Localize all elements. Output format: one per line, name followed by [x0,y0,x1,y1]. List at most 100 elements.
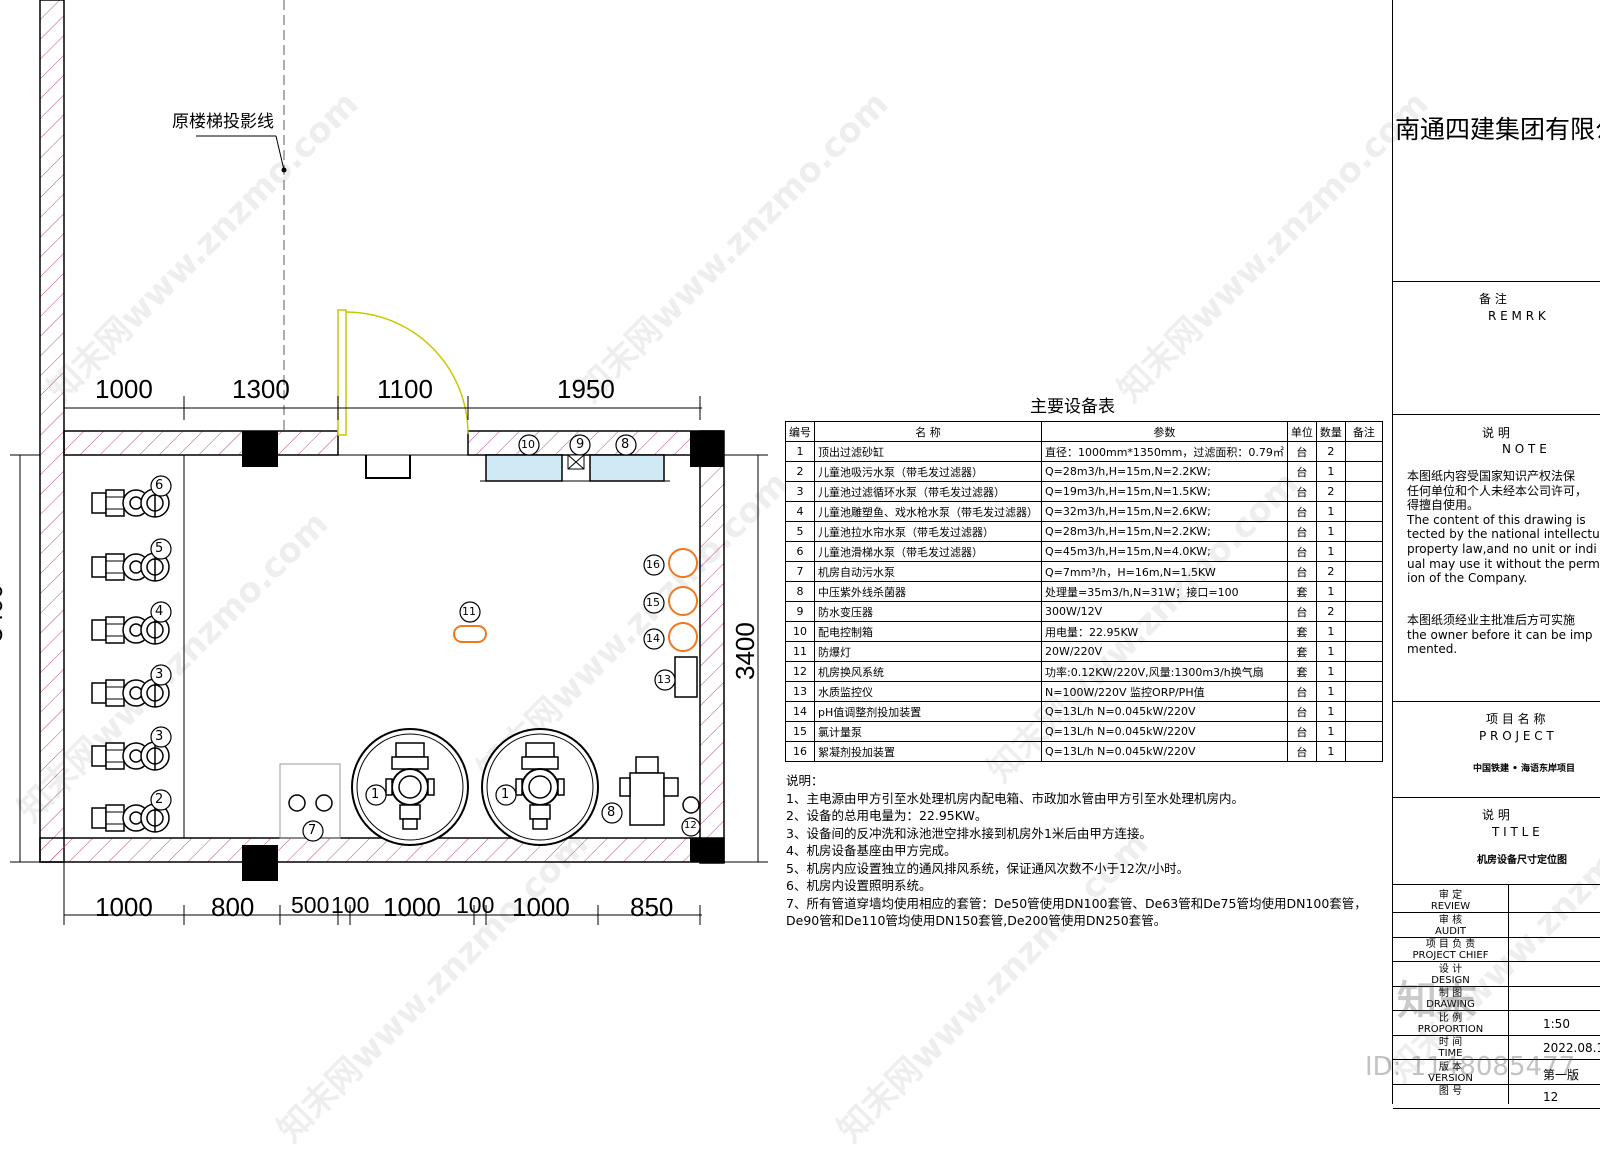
tag-sewage-pump: 7 [308,823,317,838]
cell-unit: 套 [1286,621,1317,642]
cell-unit: 台 [1286,481,1317,502]
note-text-line: 本图纸内容受国家知识产权法保 [1407,469,1576,483]
cell-qty: 2 [1315,601,1346,622]
cell-qty: 1 [1315,721,1346,742]
note-line-7: 7、所有管道穿墙均使用相应的套管：De50管使用DN100套管、De63管和De… [786,895,1367,911]
cell-name: 中压紫外线杀菌器 [814,581,1042,602]
dim-top-2: 1300 [232,374,290,404]
cell-param: Q=13L/h N=0.045kW/220V [1041,701,1288,722]
dim-top-1: 1000 [95,374,153,404]
tag-8: 8 [621,437,630,452]
cell-name: 儿童池滑梯水泵（带毛发过滤器） [814,541,1042,562]
cell-remark [1344,581,1383,602]
cell-param: Q=45m3/h,H=15m,N=4.0KW; [1041,541,1288,562]
cell-qty: 1 [1315,581,1346,602]
signoff-label-cn: 审 核 [1438,914,1463,926]
cell-name: 儿童池过滤循环水泵（带毛发过滤器） [814,481,1042,502]
cell-qty: 1 [1315,541,1346,562]
cell-name: 儿童池拉水帘水泵（带毛发过滤器） [814,521,1042,542]
dim-left: 3400 [0,584,8,642]
tag-uv: 8 [607,805,616,820]
cell-qty: 1 [1315,521,1346,542]
cell-unit: 台 [1286,741,1317,762]
cell-remark [1344,541,1383,562]
cell-no: 5 [785,521,815,542]
cell-name: 防水变压器 [814,601,1042,622]
approval-text-line: 本图纸须经业主批准后方可实施 [1407,613,1576,627]
col-param: 参数 [1041,421,1288,442]
cell-no: 1 [785,441,815,462]
cell-remark [1344,681,1383,702]
tag-14: 14 [646,632,660,645]
signoff-label-cn: 审 定 [1438,890,1463,901]
signoff-value: 第一版 [1543,1067,1580,1082]
tag-pump-5: 5 [155,541,164,556]
note-line-5: 5、机房内应设置独立的通风排风系统，保证通风次数不小于12次/小时。 [786,860,1190,876]
cell-unit: 台 [1286,541,1317,562]
signoff-label-en: PROPORTION [1417,1023,1484,1035]
cell-unit: 套 [1286,641,1317,662]
cell-no: 4 [785,501,815,522]
signoff-label-cn: 制 图 [1438,988,1463,999]
remark-heading-en: R E M R K [1488,309,1546,323]
project-heading-en: P R O J E C T [1479,729,1554,743]
cell-unit: 台 [1286,681,1317,702]
project-name: 中国铁建 • 海语东岸项目 [1473,764,1576,774]
cell-name: 儿童池吸污水泵（带毛发过滤器） [814,461,1042,482]
signoff-label-cn: 版 本 [1438,1061,1463,1073]
cell-remark [1344,621,1383,642]
cell-unit: 台 [1286,721,1317,742]
cell-no: 13 [785,681,815,702]
cell-qty: 2 [1315,481,1346,502]
approval-text: 本图纸须经业主批准后方可实施 the owner before it can b… [1407,613,1593,657]
cell-param: N=100W/220V 监控ORP/PH值 [1041,681,1288,702]
cell-no: 7 [785,561,815,582]
stair-projection-label: 原楼梯投影线 [172,112,274,132]
tag-12: 12 [684,820,697,831]
cell-name: 防爆灯 [814,641,1042,662]
tag-pump-4: 4 [155,604,164,619]
note-text-line: The content of this drawing is [1407,512,1586,527]
remark-heading: 备 注 [1479,292,1507,306]
signoff-label-cn: 时 间 [1438,1037,1463,1048]
cell-remark [1344,701,1383,722]
cell-name: 配电控制箱 [814,621,1042,642]
cell-qty: 1 [1315,621,1346,642]
cell-remark [1344,501,1383,522]
note-line-4: 4、机房设备基座由甲方完成。 [786,843,957,858]
signoff-label-cn: 比 例 [1438,1012,1463,1024]
tag-16: 16 [646,558,660,571]
cell-param: Q=28m3/h,H=15m,N=2.2KW; [1041,521,1288,542]
note-line-1: 1、主电源由甲方引至水处理机房内配电箱、市政加水管由甲方引至水处理机房内。 [786,790,1244,806]
tag-pump-2: 2 [155,792,164,807]
note-line-2: 2、设备的总用电量为：22.95KW。 [786,808,988,823]
cell-no: 2 [785,461,815,482]
cell-remark [1344,561,1383,582]
cell-param: Q=19m3/h,H=15m,N=1.5KW; [1041,481,1288,502]
cell-qty: 1 [1315,501,1346,522]
cell-no: 3 [785,481,815,502]
cell-qty: 1 [1315,641,1346,662]
col-remark: 备注 [1344,421,1383,442]
cell-name: pH值调整剂投加装置 [814,701,1042,722]
dim-bottom-8: 850 [630,892,674,922]
signoff-label-en: DRAWING [1426,999,1475,1010]
tag-pump-3b: 3 [155,729,164,744]
note-line-3: 3、设备间的反冲洗和泳池泄空排水接到机房外1米后由甲方连接。 [786,825,1152,841]
watermark-logo: 知末 [1397,978,1477,1024]
dim-bottom-1: 1000 [95,892,153,922]
dim-top-4: 1950 [557,374,615,404]
